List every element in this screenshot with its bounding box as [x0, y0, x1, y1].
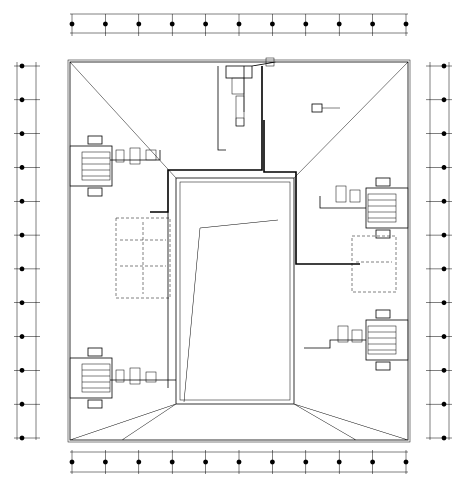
axis-bubble-bottom: [236, 459, 242, 465]
axis-bubble-bottom: [303, 459, 309, 465]
axis-bubble-bottom: [169, 459, 175, 465]
axis-bubble-left: [19, 266, 25, 272]
building-outline: [67, 59, 411, 443]
axis-bubble-bottom: [336, 459, 342, 465]
axis-bubble-bottom: [69, 459, 75, 465]
pipe-routes: [110, 66, 366, 388]
axis-bubble-left: [19, 300, 25, 306]
valve-clusters: [115, 147, 363, 385]
top-equipment-group: [225, 57, 340, 127]
axis-bubble-right: [441, 165, 447, 170]
axis-bubble-right: [441, 232, 447, 238]
axis-bubble-left: [19, 334, 25, 339]
right-dashed-zone: [351, 235, 397, 293]
axis-bubble-top: [303, 21, 309, 27]
axis-bubble-top: [336, 21, 342, 27]
axis-bubble-top: [370, 21, 375, 27]
axis-bubble-left: [19, 198, 25, 204]
axis-bubble-top: [403, 21, 409, 27]
axis-bubble-left: [19, 131, 25, 137]
axis-bubble-bottom: [136, 459, 142, 465]
axis-bubble-right: [441, 97, 447, 103]
axis-bubble-top: [236, 21, 242, 27]
axis-bubble-right: [441, 63, 447, 69]
axis-bubble-bottom: [103, 459, 108, 465]
axis-bubble-bottom: [270, 459, 275, 465]
axis-bubble-left: [19, 165, 25, 170]
axis-bubble-right: [441, 300, 447, 306]
central-courtyard: [175, 177, 295, 405]
axis-bubble-left: [19, 97, 25, 103]
equipment-room-left-top: [69, 135, 113, 197]
equipment-room-right-bottom: [365, 309, 409, 371]
axis-bubble-right: [441, 131, 447, 137]
axis-bubble-right: [441, 266, 447, 272]
axis-bubble-left: [19, 63, 25, 69]
axis-bubble-top: [203, 21, 209, 27]
axis-bubble-left: [19, 435, 25, 441]
axis-bubble-top: [136, 21, 142, 27]
axis-bubble-top: [270, 21, 275, 27]
axis-bubble-left: [19, 367, 25, 373]
axis-bubble-top: [169, 21, 175, 27]
axis-bubble-right: [441, 435, 447, 441]
left-dashed-zone: [115, 217, 171, 299]
axis-bubble-right: [441, 367, 447, 373]
axis-bubble-right: [441, 334, 447, 339]
axis-bubble-right: [441, 198, 447, 204]
axis-grid: [14, 14, 452, 474]
axis-bubble-top: [69, 21, 75, 27]
axis-bubble-bottom: [403, 459, 409, 465]
equipment-room-right-top: [365, 177, 409, 239]
axis-bubble-left: [19, 232, 25, 238]
dimension-chains: [16, 13, 450, 473]
axis-bubble-left: [19, 401, 25, 407]
axis-bubble-bottom: [370, 459, 375, 465]
axis-bubble-bottom: [203, 459, 209, 465]
roof-lines: [69, 61, 409, 441]
axis-bubble-right: [441, 401, 447, 407]
equipment-room-left-bottom: [69, 347, 113, 409]
axis-bubble-top: [103, 21, 108, 27]
